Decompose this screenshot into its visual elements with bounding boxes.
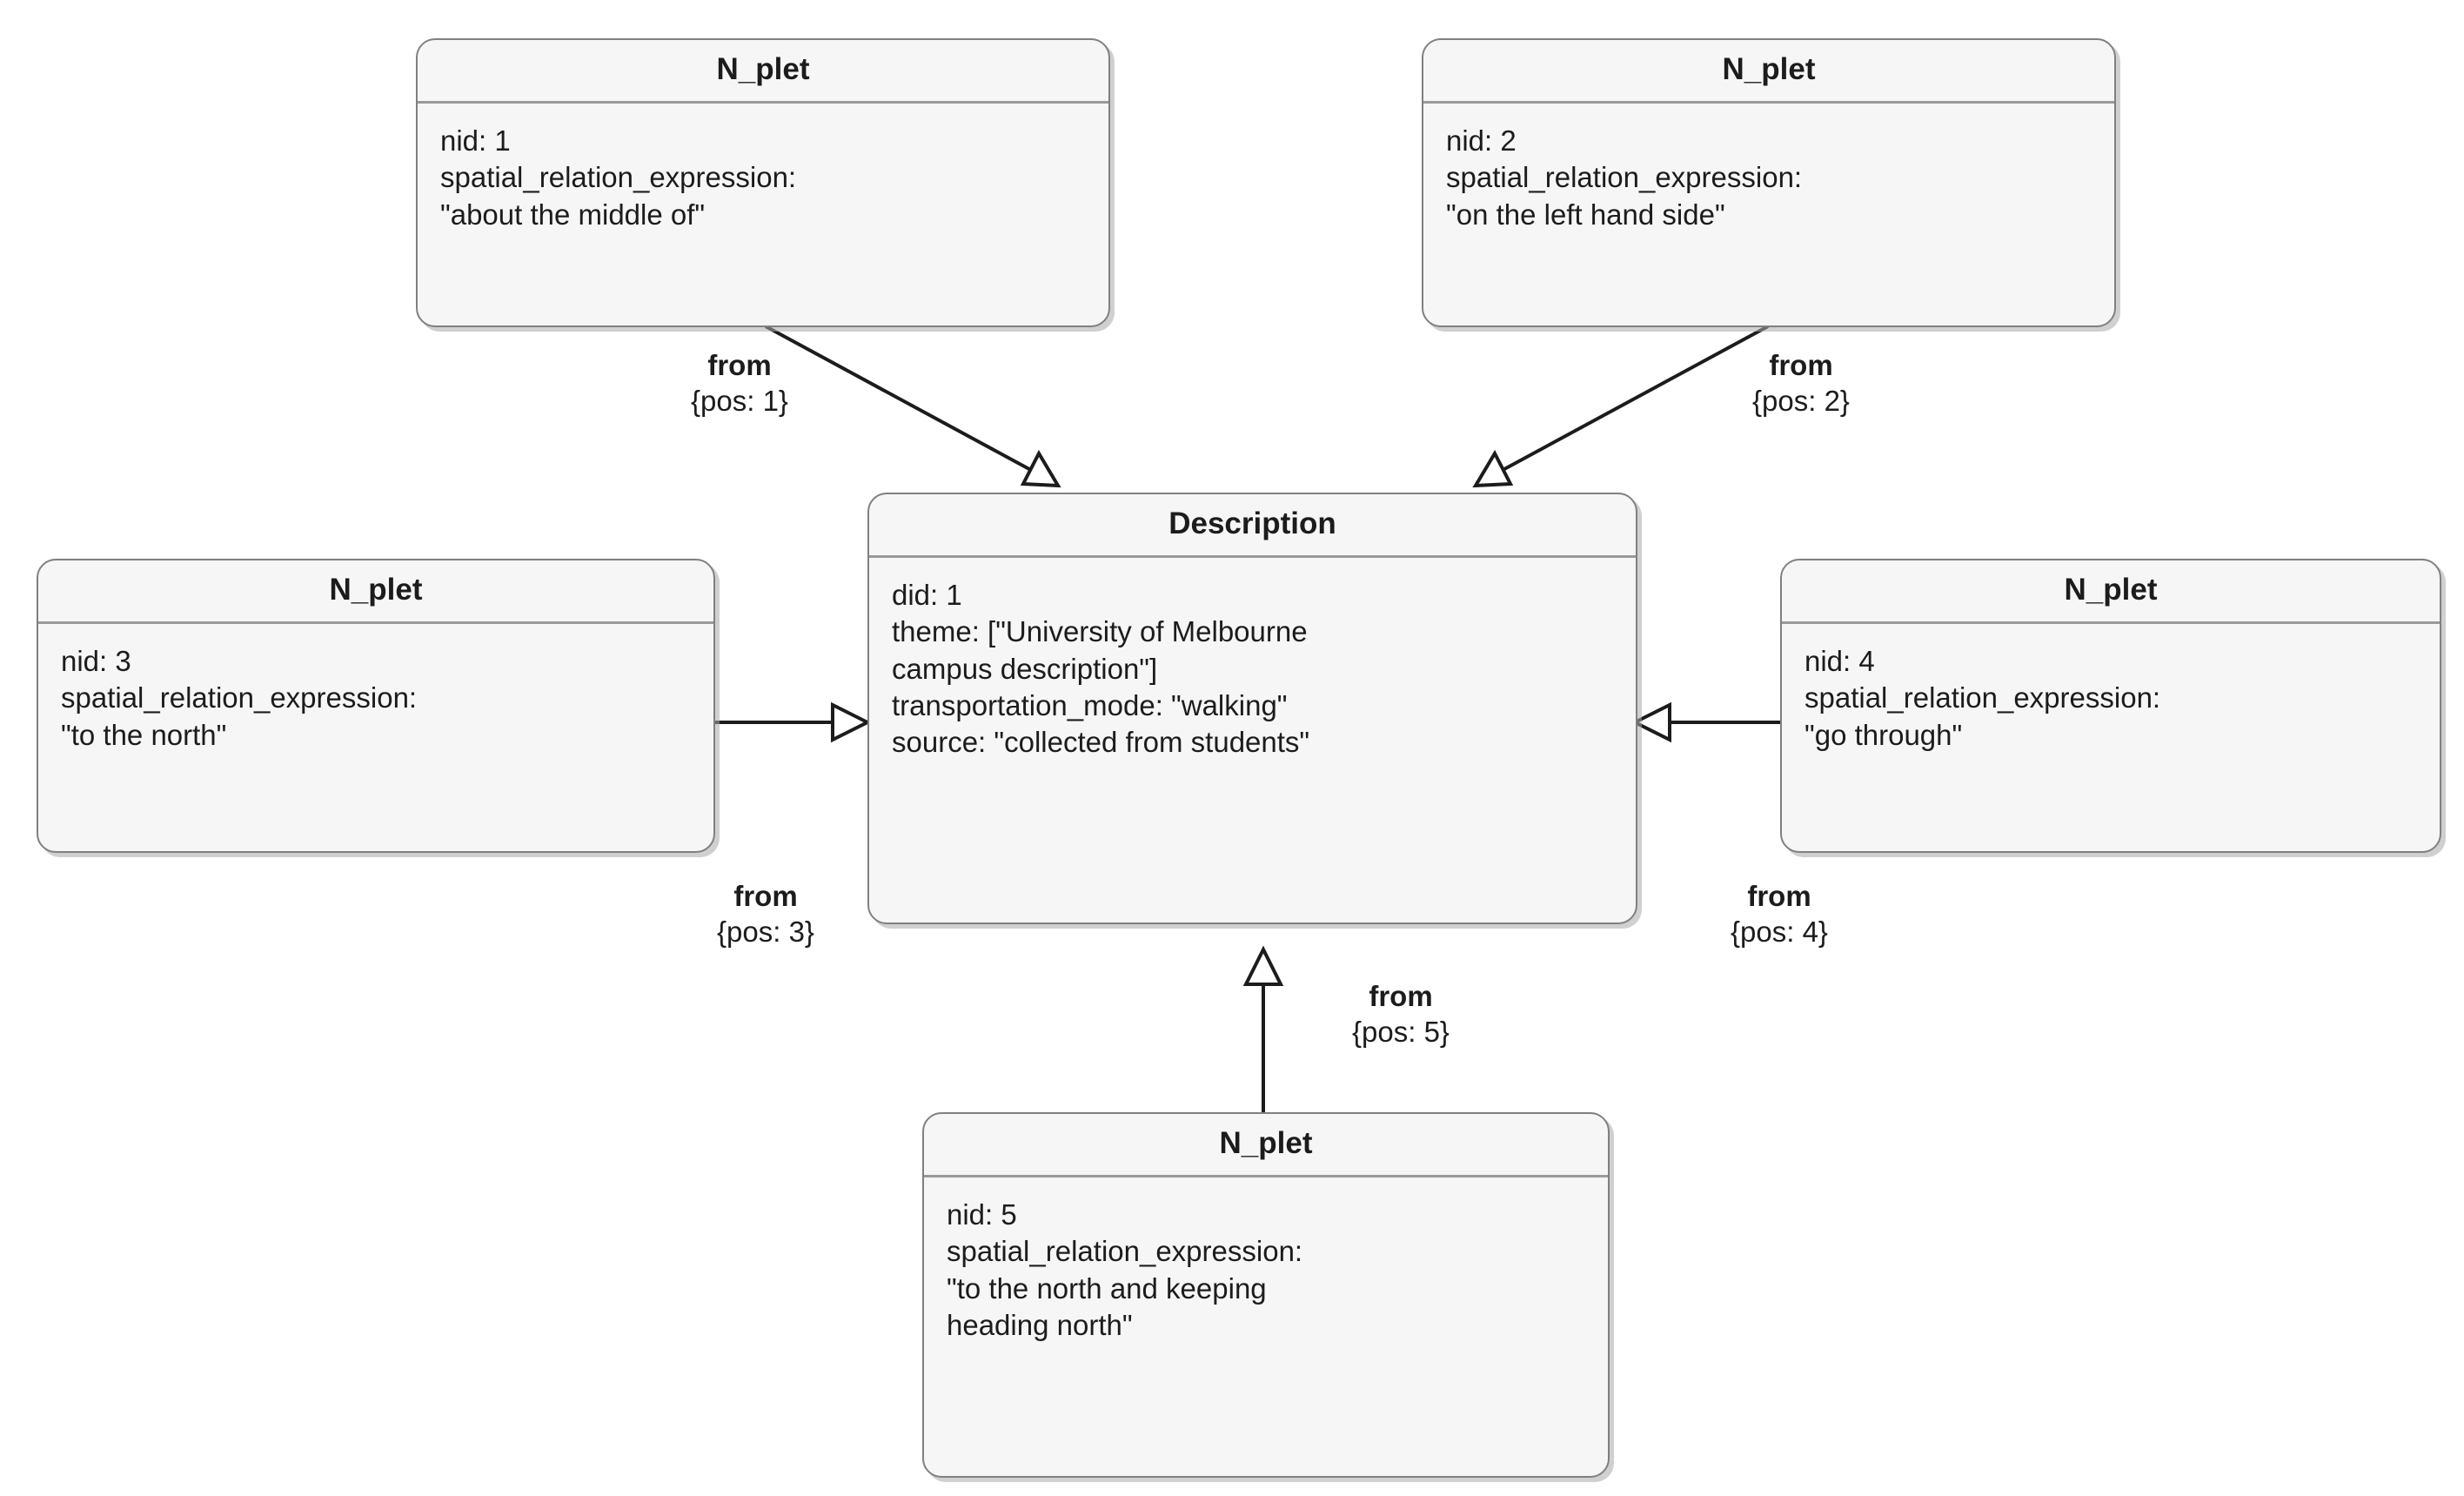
node-attr: "to the north and keeping <box>947 1271 1267 1305</box>
edge-label-pos-4: from {pos: 4} <box>1684 879 1875 950</box>
edge-label-pos-5: from {pos: 5} <box>1305 979 1496 1050</box>
edge-label-pos-2: from {pos: 2} <box>1705 348 1897 419</box>
node-attr: heading north" <box>947 1308 1133 1341</box>
node-description[interactable]: Description did: 1 theme: ["University o… <box>867 493 1637 924</box>
edge-role-label-1: from <box>707 349 772 381</box>
node-title-nplet-5: N_plet <box>924 1114 1608 1178</box>
node-attr: "on the left hand side" <box>1446 198 1725 231</box>
node-attr: spatial_relation_expression: <box>440 161 797 194</box>
edge-prop-label-5: {pos: 5} <box>1352 1015 1450 1048</box>
edge-label-pos-1: from {pos: 1} <box>644 348 835 419</box>
node-attr: spatial_relation_expression: <box>61 681 418 714</box>
arrowhead-triangle-4 <box>1630 701 1671 743</box>
node-nplet-4[interactable]: N_plet nid: 4 spatial_relation_expressio… <box>1780 559 2441 853</box>
node-attr: spatial_relation_expression: <box>947 1235 1303 1268</box>
arrowhead-triangle-2 <box>1472 449 1514 488</box>
node-attr: nid: 2 <box>1446 124 1517 158</box>
node-attr: spatial_relation_expression: <box>1804 681 2161 714</box>
arrowhead-triangle-1 <box>1020 449 1061 488</box>
edge-role-label-3: from <box>733 880 798 912</box>
node-nplet-3[interactable]: N_plet nid: 3 spatial_relation_expressio… <box>37 559 715 853</box>
node-attr: "go through" <box>1804 718 1963 751</box>
node-nplet-1[interactable]: N_plet nid: 1 spatial_relation_expressio… <box>416 38 1110 327</box>
node-body-nplet-3: nid: 3 spatial_relation_expression: "to … <box>38 624 713 773</box>
edge-prop-label-4: {pos: 4} <box>1731 915 1828 948</box>
node-attr: nid: 1 <box>440 124 511 158</box>
node-attr: source: "collected from students" <box>892 726 1310 759</box>
node-body-nplet-2: nid: 2 spatial_relation_expression: "on … <box>1423 104 2114 252</box>
node-attr: nid: 5 <box>947 1198 1017 1231</box>
node-nplet-5[interactable]: N_plet nid: 5 spatial_relation_expressio… <box>922 1112 1610 1478</box>
node-attr: nid: 3 <box>61 645 131 678</box>
arrowhead-triangle-3 <box>831 701 872 743</box>
node-body-nplet-5: nid: 5 spatial_relation_expression: "to … <box>924 1177 1608 1363</box>
edge-role-label-4: from <box>1747 880 1811 912</box>
edge-label-pos-3: from {pos: 3} <box>670 879 861 950</box>
edge-prop-label-1: {pos: 1} <box>691 384 788 417</box>
node-attr: nid: 4 <box>1804 645 1875 678</box>
node-attr: transportation_mode: "walking" <box>892 688 1288 721</box>
node-attr: did: 1 <box>892 579 962 612</box>
node-attr: "about the middle of" <box>440 198 706 231</box>
node-body-nplet-4: nid: 4 spatial_relation_expression: "go … <box>1782 624 2440 773</box>
node-title-nplet-3: N_plet <box>38 560 713 625</box>
edge-prop-label-2: {pos: 2} <box>1752 384 1850 417</box>
node-title-nplet-2: N_plet <box>1423 40 2114 104</box>
node-attr: "to the north" <box>61 718 227 751</box>
arrowhead-triangle-5 <box>1242 945 1284 986</box>
node-body-nplet-1: nid: 1 spatial_relation_expression: "abo… <box>418 104 1108 252</box>
edge-from-pos-3 <box>713 701 872 743</box>
node-attr: spatial_relation_expression: <box>1446 161 1803 194</box>
edge-role-label-5: from <box>1369 980 1433 1012</box>
edge-from-pos-4 <box>1630 701 1780 743</box>
edge-role-label-2: from <box>1769 349 1833 381</box>
edge-from-pos-5 <box>1242 945 1284 1114</box>
node-title-nplet-4: N_plet <box>1782 560 2440 625</box>
node-body-description: did: 1 theme: ["University of Melbourne … <box>869 558 1636 780</box>
edge-prop-label-3: {pos: 3} <box>717 915 814 948</box>
node-attr: theme: ["University of Melbourne <box>892 615 1308 648</box>
node-nplet-2[interactable]: N_plet nid: 2 spatial_relation_expressio… <box>1422 38 2116 327</box>
node-title-description: Description <box>869 494 1636 559</box>
node-title-nplet-1: N_plet <box>418 40 1108 104</box>
node-attr: campus description"] <box>892 652 1158 685</box>
